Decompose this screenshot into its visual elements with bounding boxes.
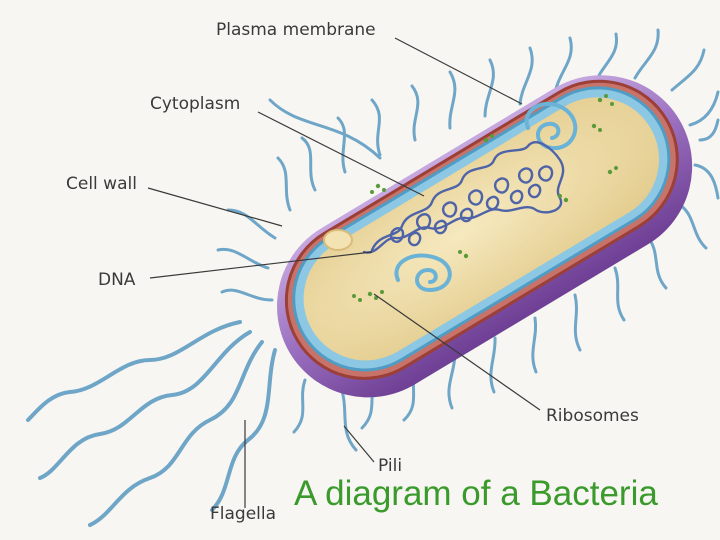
label-cell-wall: Cell wall (66, 174, 137, 194)
label-cytoplasm: Cytoplasm (150, 94, 241, 114)
label-pili: Pili (378, 456, 403, 476)
label-dna: DNA (98, 270, 136, 290)
dna-strand (362, 141, 565, 254)
mesosome-swirls (394, 102, 578, 293)
vesicle (323, 229, 353, 251)
leader-pili (343, 425, 375, 463)
leader-lines (147, 37, 541, 508)
leader-dna (149, 251, 373, 279)
label-flagella: Flagella (210, 504, 277, 524)
label-plasma-membrane: Plasma membrane (216, 20, 376, 40)
label-ribosomes: Ribosomes (546, 406, 639, 426)
leader-plasma-membrane (394, 37, 523, 105)
leader-cell-wall (147, 187, 283, 227)
ribosomes (352, 94, 618, 302)
leader-ribosomes (373, 293, 541, 411)
flagella (26, 320, 277, 527)
cell-body (277, 75, 693, 398)
pili (216, 28, 720, 452)
cytoplasm (303, 97, 660, 361)
caption: A diagram of a Bacteria (294, 474, 658, 513)
leader-cytoplasm (257, 111, 425, 197)
